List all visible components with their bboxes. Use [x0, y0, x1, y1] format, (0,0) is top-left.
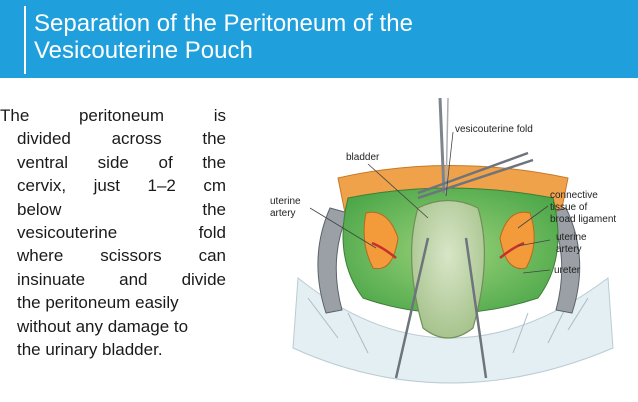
label-bladder: bladder — [346, 152, 380, 163]
drape — [292, 277, 614, 384]
body-line: without any damage to — [0, 315, 226, 338]
label-connective-2: tissue of — [550, 202, 587, 213]
body-word: 1–2 — [147, 176, 176, 196]
slide-title: Separation of the Peritoneum of the Vesi… — [34, 10, 624, 64]
body-line: vesicouterine fold — [0, 221, 226, 244]
body-word: across — [111, 129, 162, 149]
right-forceps-lower — [464, 237, 488, 379]
leader-uterine-artery-right — [517, 239, 551, 247]
label-vesicouterine-fold: vesicouterine fold — [455, 124, 533, 135]
body-word: side — [97, 152, 129, 172]
title-accent-rule — [24, 6, 26, 74]
left-ligament-patch — [363, 211, 399, 270]
body-word: of — [158, 152, 173, 172]
left-uterine-vessel — [371, 241, 397, 259]
label-uterine-artery-right-1: uterine — [556, 232, 587, 243]
body-word: is — [213, 106, 226, 125]
leader-ureter — [522, 269, 551, 274]
body-word: the — [202, 152, 226, 172]
left-forceps-lower — [394, 237, 430, 379]
body-word: without any damage to — [17, 316, 189, 336]
body-word: insinuate — [17, 269, 86, 289]
left-retractor — [317, 207, 349, 314]
body-line: ventral side of the — [0, 151, 226, 174]
forceps-top — [438, 98, 446, 194]
body-word: ventral — [17, 152, 69, 172]
label-connective-3: broad ligament — [550, 214, 616, 225]
body-line: the urinary bladder. — [0, 338, 226, 361]
label-uterine-artery-left-2: artery — [270, 208, 296, 219]
right-ligament-patch — [499, 211, 535, 270]
body-word: just — [93, 176, 121, 196]
leader-uterine-artery-left — [309, 207, 377, 249]
body-word: the urinary bladder. — [17, 339, 163, 359]
forceps-top-2 — [445, 98, 449, 194]
leader-vesicouterine-fold — [445, 131, 454, 197]
body-word: vesicouterine — [17, 222, 118, 242]
body-word: divided — [17, 129, 71, 149]
slide-title-line-2: Vesicouterine Pouch — [34, 37, 253, 64]
body-line: insinuate and divide — [0, 268, 226, 291]
bladder-body — [410, 199, 486, 339]
body-line: divided across the — [0, 127, 226, 150]
body-word: divide — [181, 269, 226, 289]
label-connective-1: connective — [550, 190, 598, 201]
right-uterine-vessel — [499, 241, 525, 259]
body-word: where — [17, 246, 64, 266]
slide-title-line-1: Separation of the Peritoneum of the — [34, 10, 413, 37]
body-line: cervix, just 1–2 cm — [0, 174, 226, 197]
body-word: the peritoneum easily — [17, 293, 179, 313]
body-word: the — [202, 129, 226, 149]
surgical-illustration: vesicouterine fold bladder uterine arter… — [270, 98, 616, 384]
title-bar: Separation of the Peritoneum of the Vesi… — [0, 0, 638, 78]
drape-folds — [307, 297, 589, 354]
body-word: and — [119, 269, 148, 289]
body-word: peritoneum — [78, 106, 165, 125]
label-uterine-artery-left-1: uterine — [270, 196, 301, 207]
leader-connective — [517, 205, 549, 229]
body-word: scissors — [100, 246, 162, 266]
label-uterine-artery-right-2: artery — [556, 244, 582, 255]
body-word: cm — [203, 176, 226, 196]
body-word: the — [202, 199, 226, 219]
body-paragraph: The peritoneum is divided across the ventral si… — [0, 104, 226, 361]
body-word: cervix, — [17, 176, 67, 196]
body-line: below the — [0, 198, 226, 221]
scissors — [417, 151, 534, 200]
body-word: fold — [198, 222, 226, 242]
label-ureter: ureter — [554, 265, 581, 276]
body-line: where scissors can — [0, 244, 226, 267]
leader-bladder — [367, 163, 429, 219]
body-word: below — [17, 199, 62, 219]
body-line: the peritoneum easily — [0, 291, 226, 314]
body-word: The — [0, 106, 30, 125]
body-line: The peritoneum is — [0, 104, 226, 127]
body-word: can — [198, 246, 226, 266]
